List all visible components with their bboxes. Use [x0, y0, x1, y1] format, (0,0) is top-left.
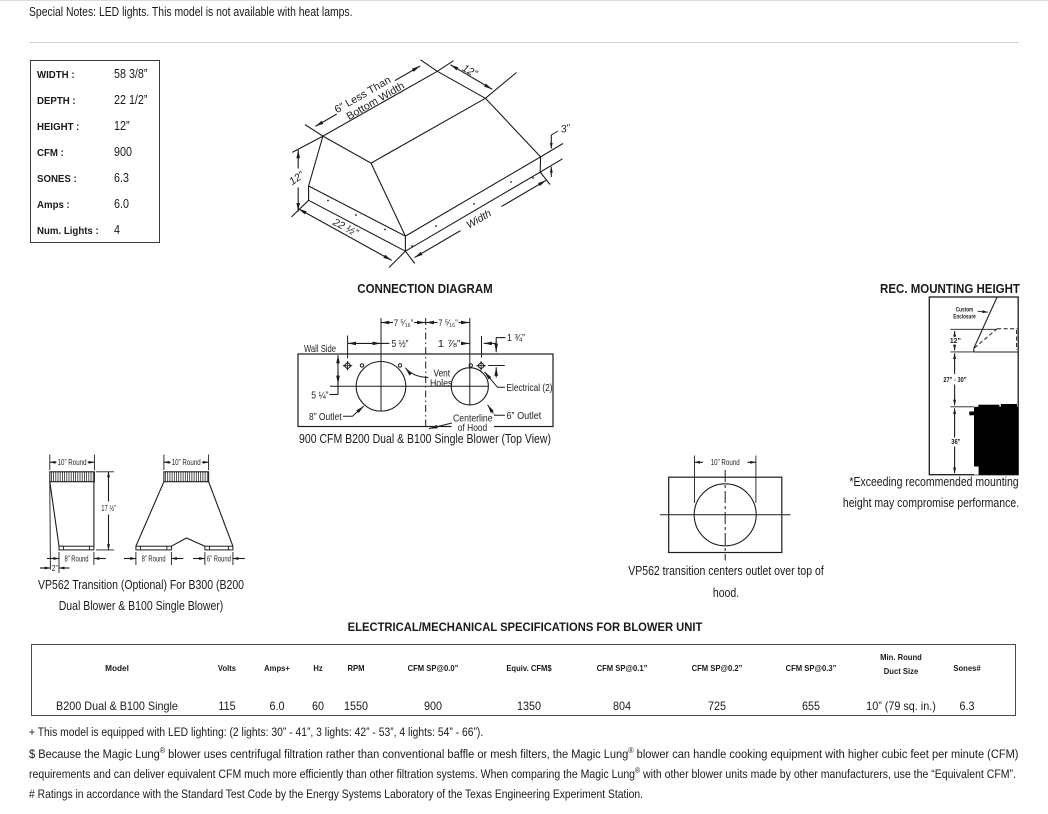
svg-text:Vent: Vent: [434, 368, 451, 380]
svg-text:7 ⁵⁄₁₆”: 7 ⁵⁄₁₆”: [438, 318, 458, 329]
svg-text:10” Round: 10” Round: [58, 458, 87, 467]
svg-text:Holes: Holes: [430, 377, 453, 389]
svg-text:8” Round: 8” Round: [142, 554, 166, 563]
svg-text:27” - 30”: 27” - 30”: [943, 377, 966, 384]
svg-text:1 ¾”: 1 ¾”: [507, 332, 525, 344]
svg-text:36”: 36”: [951, 439, 960, 446]
svg-text:6” Outlet: 6” Outlet: [507, 410, 542, 422]
svg-text:12”: 12”: [460, 62, 480, 80]
svg-text:8” Round: 8” Round: [65, 554, 89, 563]
svg-text:Wall Side: Wall Side: [304, 343, 336, 355]
svg-text:5 ¼”: 5 ¼”: [311, 390, 329, 402]
svg-text:17 ½”: 17 ½”: [101, 504, 116, 513]
svg-text:of Hood: of Hood: [458, 422, 488, 434]
svg-text:12”: 12”: [287, 169, 307, 188]
svg-text:Custom: Custom: [956, 307, 974, 314]
svg-text:7 ⁵⁄₁₆”: 7 ⁵⁄₁₆”: [394, 318, 414, 329]
svg-text:2”: 2”: [52, 564, 58, 573]
svg-text:Enclosure: Enclosure: [953, 314, 976, 321]
svg-text:10” Round: 10” Round: [711, 458, 740, 467]
svg-text:10” Round: 10” Round: [172, 458, 201, 467]
svg-text:Electrical (2): Electrical (2): [507, 382, 553, 394]
svg-text:1 ⅞”: 1 ⅞”: [438, 338, 461, 350]
svg-text:8” Outlet: 8” Outlet: [309, 411, 342, 423]
svg-text:5 ½”: 5 ½”: [392, 338, 409, 350]
svg-text:12”: 12”: [950, 338, 961, 345]
svg-text:6” Round: 6” Round: [207, 554, 231, 563]
svg-text:Centerline: Centerline: [453, 413, 493, 425]
svg-text:3”: 3”: [560, 122, 572, 136]
svg-text:Width: Width: [464, 207, 493, 231]
